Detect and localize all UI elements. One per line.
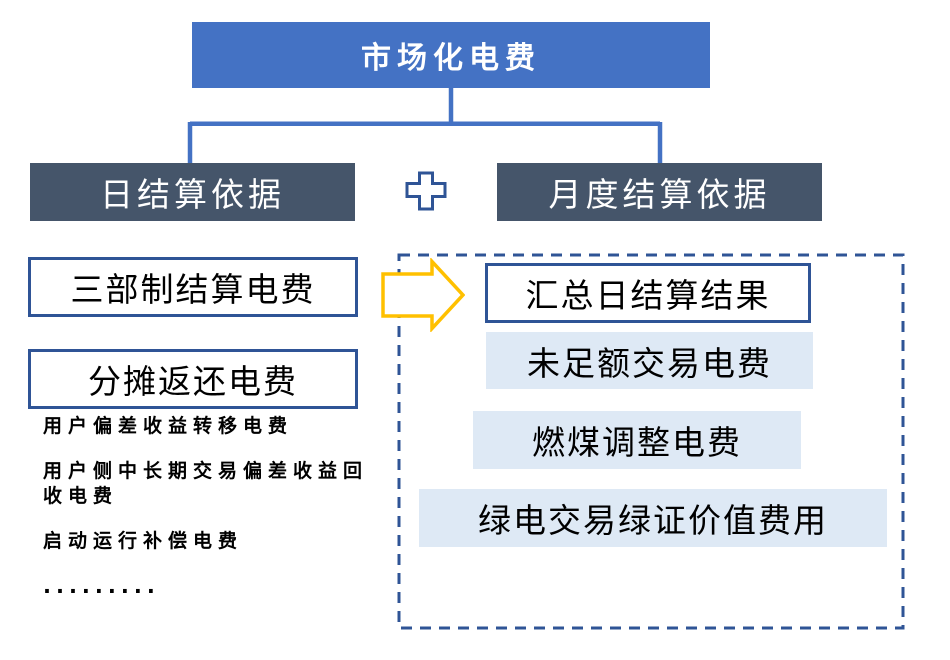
monthly-item-label: 未足额交易电费: [527, 343, 772, 383]
branch-daily-label: 日结算依据: [100, 175, 285, 214]
daily-box-label: 分摊返还电费: [88, 362, 298, 401]
monthly-item-coal-adjustment-fee: 燃煤调整电费: [473, 411, 801, 469]
monthly-summary-label: 汇总日结算结果: [525, 276, 771, 315]
branch-monthly-label: 月度结算依据: [548, 175, 771, 214]
plus-icon: [405, 171, 447, 211]
daily-fee-list: 用户偏差收益转移电费 用户侧中长期交易偏差收益回收电费 启动运行补偿电费 ...…: [43, 414, 385, 599]
daily-box-three-part-fee: 三部制结算电费: [28, 257, 358, 317]
fee-list-item: 用户侧中长期交易偏差收益回收电费: [43, 460, 369, 507]
monthly-item-insufficient-trade-fee: 未足额交易电费: [486, 332, 813, 389]
root-node-label: 市场化电费: [361, 41, 541, 76]
right-arrow-icon: [381, 257, 466, 333]
fee-list-item: 用户偏差收益转移电费: [43, 415, 294, 437]
daily-box-label: 三部制结算电费: [70, 270, 316, 309]
monthly-item-green-certificate-fee: 绿电交易绿证价值费用: [419, 489, 887, 547]
daily-box-apportioned-refund-fee: 分摊返还电费: [28, 349, 358, 409]
fee-list-item: 启动运行补偿电费: [43, 530, 244, 552]
fee-list-ellipsis: .........: [43, 574, 160, 598]
monthly-item-label: 燃煤调整电费: [532, 423, 742, 462]
root-node-market-fee: 市场化电费: [192, 22, 710, 88]
monthly-item-label: 绿电交易绿证价值费用: [478, 501, 828, 540]
monthly-summary-box: 汇总日结算结果: [485, 263, 811, 323]
branch-daily-settlement: 日结算依据: [30, 163, 355, 221]
branch-monthly-settlement: 月度结算依据: [497, 163, 822, 221]
